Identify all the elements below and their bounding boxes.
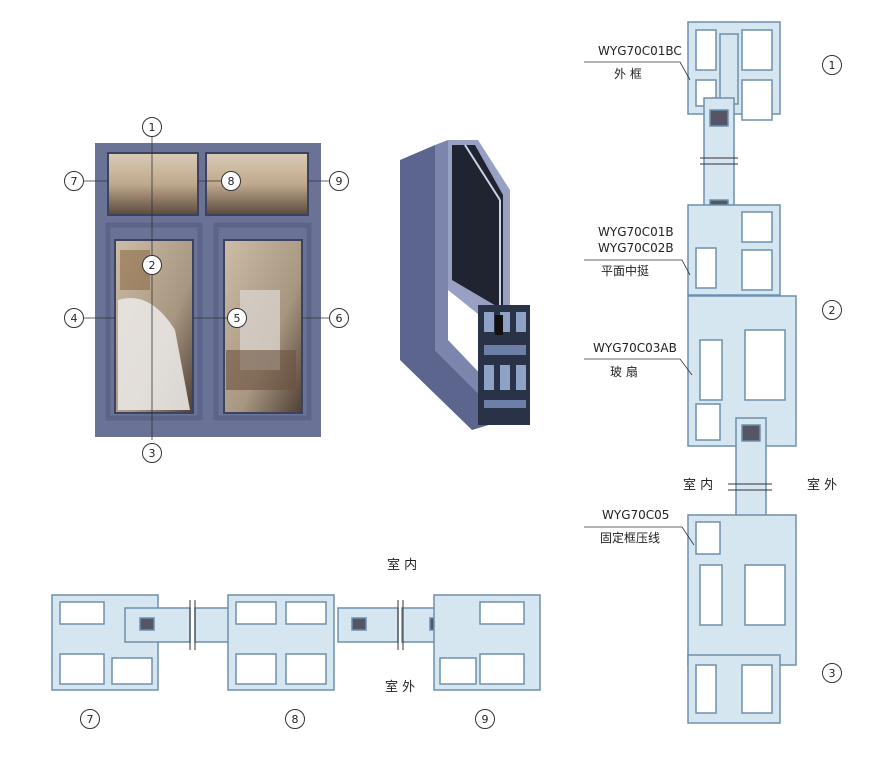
section-callout-8: 8	[285, 709, 305, 729]
callout-5: 5	[227, 308, 247, 328]
bead-name: 固定框压线	[600, 531, 661, 545]
outer-frame-code: WYG70C01BC	[598, 44, 682, 58]
sash-code: WYG70C03AB	[593, 341, 677, 355]
section-callout-9: 9	[475, 709, 495, 729]
window-elevation	[78, 137, 330, 440]
section-callout-7: 7	[80, 709, 100, 729]
sash-name: 玻 扇	[610, 365, 638, 379]
callout-9: 9	[329, 171, 349, 191]
callout-7: 7	[64, 171, 84, 191]
outdoor-label-bottom: 室 外	[385, 680, 416, 695]
section-callout-3: 3	[822, 663, 842, 683]
mullion-code-2: WYG70C02B	[598, 241, 674, 255]
profile-corner-3d	[400, 140, 530, 430]
mullion-name: 平面中挺	[601, 264, 650, 278]
horizontal-section-drawing	[51, 594, 541, 691]
section-callout-2: 2	[822, 300, 842, 320]
indoor-label-right: 室 内	[683, 478, 714, 493]
outer-frame-name: 外 框	[614, 67, 642, 81]
callout-6: 6	[329, 308, 349, 328]
callout-8: 8	[221, 171, 241, 191]
callout-3: 3	[142, 443, 162, 463]
callout-2: 2	[142, 255, 162, 275]
indoor-label-bottom: 室 内	[387, 558, 418, 573]
section-callout-1: 1	[822, 55, 842, 75]
mullion-code-1: WYG70C01B	[598, 225, 674, 239]
callout-4: 4	[64, 308, 84, 328]
vertical-section-drawing	[584, 21, 797, 724]
outdoor-label-right: 室 外	[807, 478, 838, 493]
bead-code: WYG70C05	[602, 508, 670, 522]
callout-1: 1	[142, 117, 162, 137]
